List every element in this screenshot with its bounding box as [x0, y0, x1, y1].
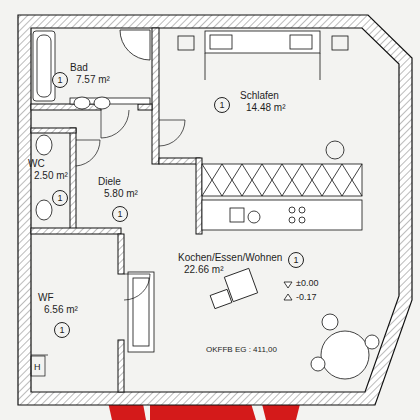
room-area: WC2.50 m² 1: [26, 134, 72, 226]
room-number-circle: 1: [54, 322, 70, 338]
kitchen-counter: [202, 200, 362, 230]
door-swings: [31, 110, 185, 376]
room-number: 1: [293, 255, 298, 265]
room-area: WF6.56 m² 1: [32, 236, 116, 356]
room-number-circle: 1: [214, 97, 230, 113]
exterior-wall: [18, 15, 412, 405]
room-area-value: 5.80 m²: [98, 188, 138, 200]
room-number: 1: [59, 325, 64, 335]
room-name: WF: [38, 292, 78, 304]
room-area-value: 14.48 m²: [240, 102, 285, 114]
room-number-circle: 1: [52, 190, 68, 206]
bathroom-fixtures: [33, 30, 150, 220]
room-area: Kochen/Essen/Wohnen22.66 m² 1: [126, 236, 396, 386]
floor-level-note: OKFFB EG : 411,00: [206, 344, 277, 355]
room-area: Bad7.57 m² 1: [58, 30, 150, 102]
living-furniture: [128, 268, 379, 379]
room-number: 1: [117, 209, 122, 219]
interior-walls: [31, 28, 202, 392]
room-number-circle: 1: [52, 72, 68, 88]
room-name: Bad: [70, 62, 110, 74]
fixture-mark: H: [34, 362, 41, 373]
bed: [178, 31, 348, 159]
level-mark: -0.17: [296, 292, 317, 303]
room-name: Schlafen: [240, 90, 285, 102]
room-name: WC: [28, 158, 68, 170]
room-area-value: 6.56 m²: [38, 304, 78, 316]
level-mark: ±0.00: [296, 278, 318, 289]
room-area-value: 2.50 m²: [28, 170, 68, 182]
room-area: Schlafen14.48 m² 1: [160, 58, 360, 156]
room-number-circle: 1: [112, 206, 128, 222]
room-number-circle: 1: [288, 252, 304, 268]
room-area: Diele5.80 m² 1: [78, 166, 194, 228]
wardrobe: [202, 164, 362, 196]
room-number: 1: [219, 100, 224, 110]
room-name: Kochen/Essen/Wohnen: [178, 252, 282, 264]
room-name: Diele: [98, 176, 138, 188]
room-area-value: 22.66 m²: [178, 264, 282, 276]
room-area-value: 7.57 m²: [70, 74, 110, 86]
room-number: 1: [57, 75, 62, 85]
room-number: 1: [57, 193, 62, 203]
